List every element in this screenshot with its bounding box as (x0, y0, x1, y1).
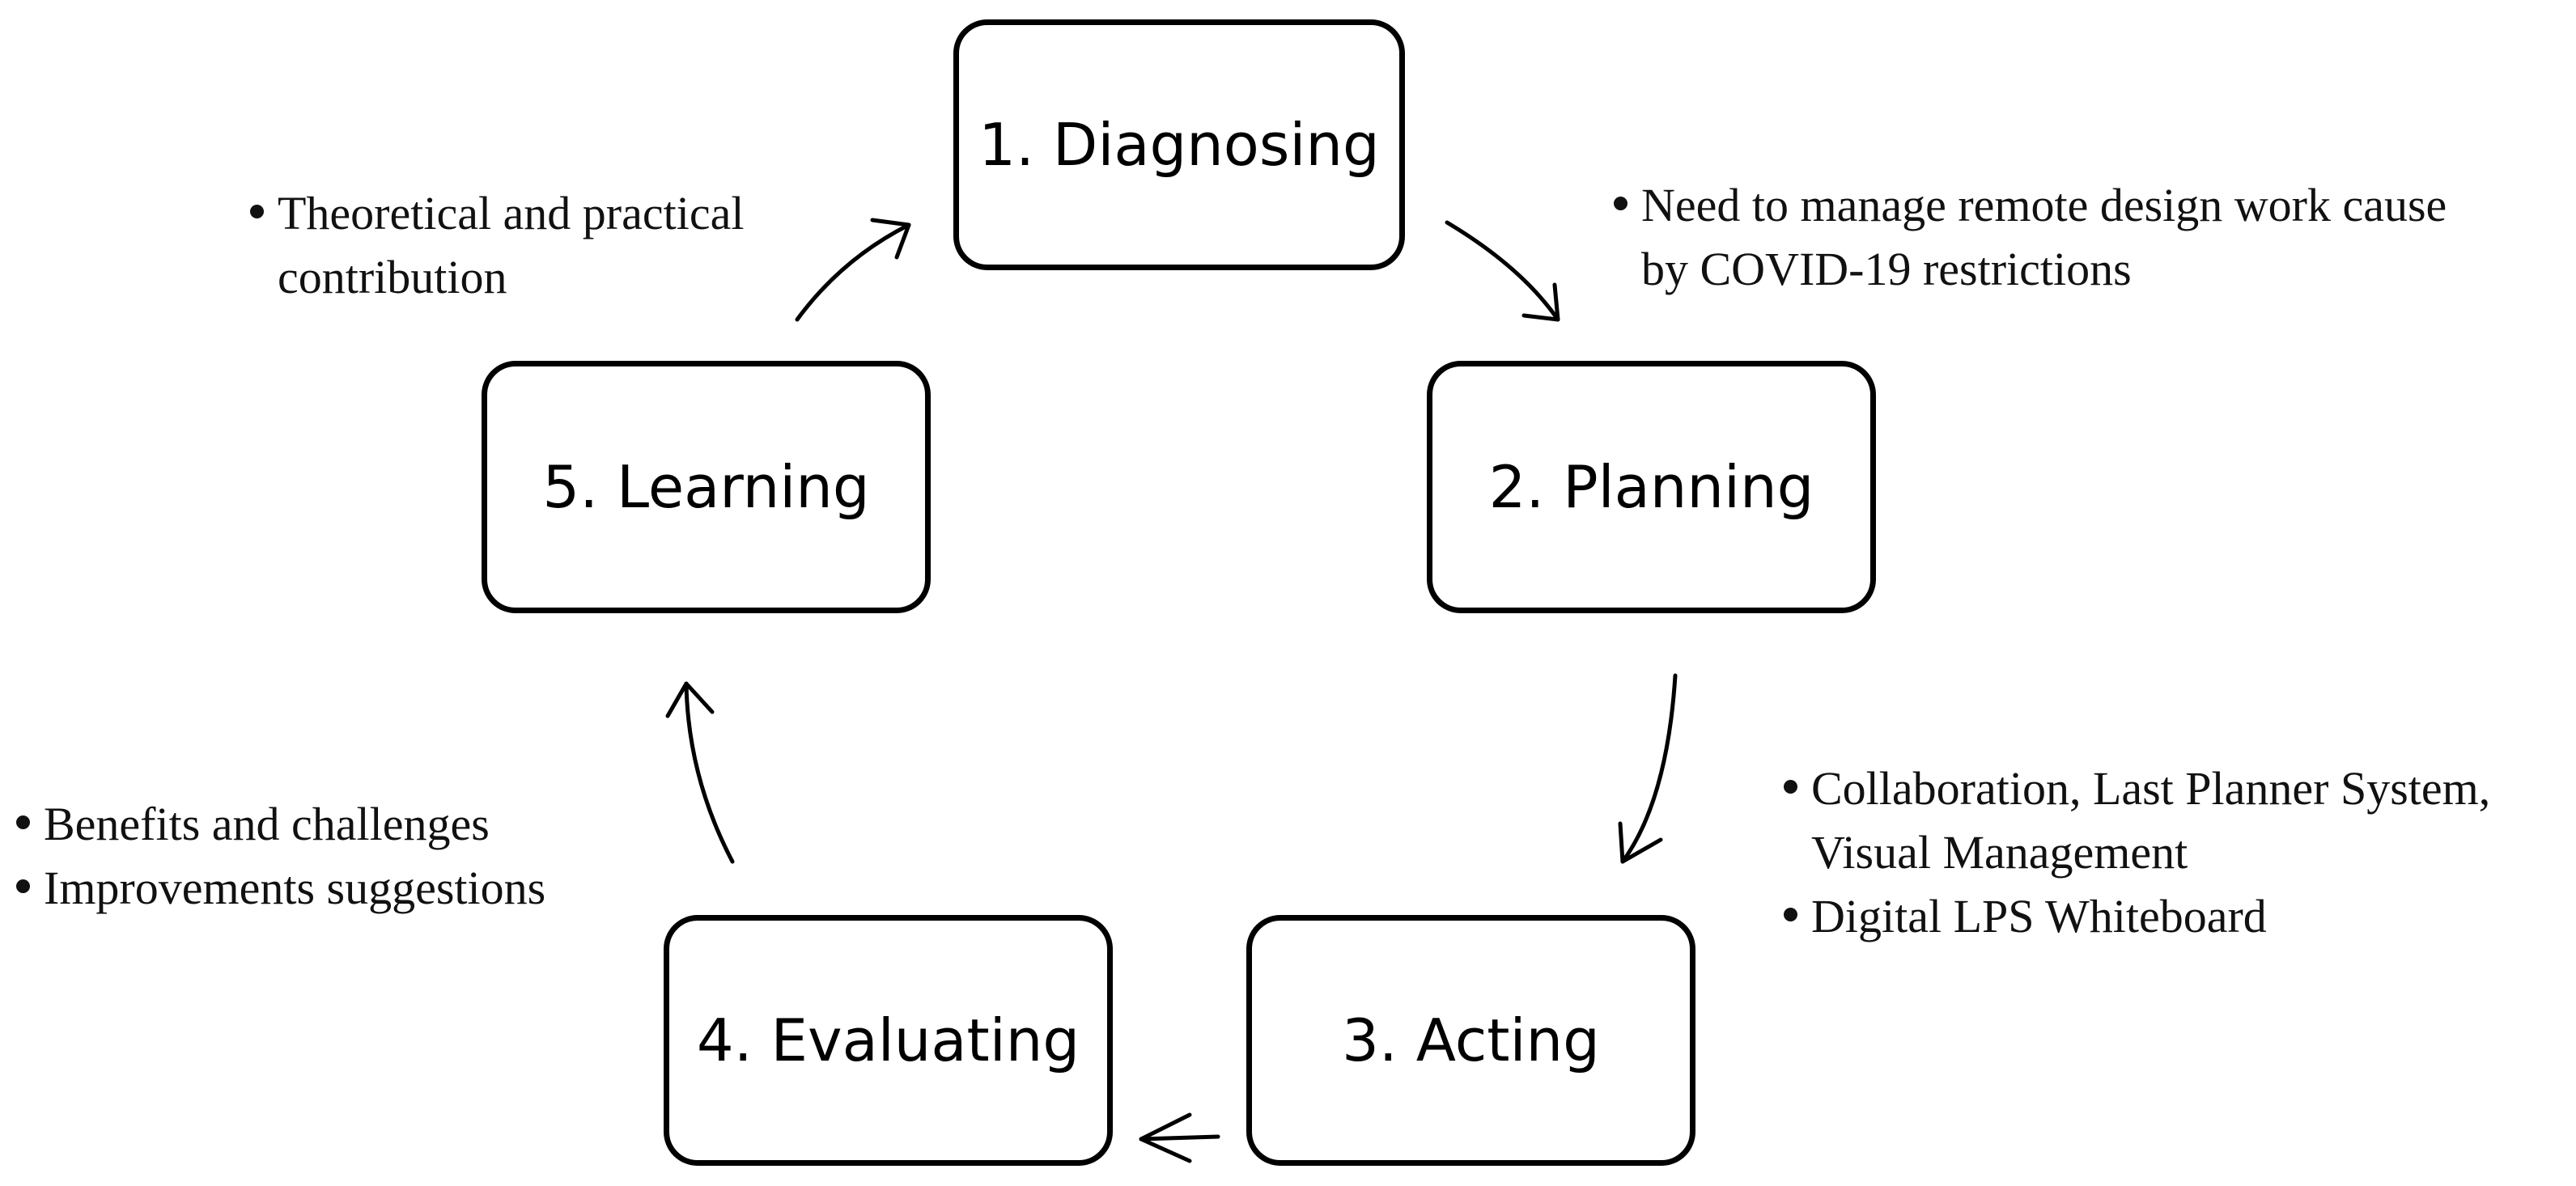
stage-box-evaluating: 4. Evaluating (664, 915, 1113, 1166)
arrow-planning-to-acting (1620, 673, 1678, 864)
stage-label-evaluating: 4. Evaluating (696, 1006, 1080, 1074)
arrow-acting-to-evaluating (1139, 1134, 1220, 1142)
arrowhead-acting-to-evaluating (1139, 1112, 1192, 1163)
note-item: Theoretical and practical contribution (247, 181, 830, 309)
stage-box-planning: 2. Planning (1427, 361, 1876, 613)
notes-evaluating: Benefits and challenges Improvements sug… (13, 792, 660, 920)
arrow-evaluating-to-learning (684, 681, 735, 864)
note-item: Benefits and challenges (13, 792, 660, 856)
stage-box-diagnosing: 1. Diagnosing (953, 19, 1405, 270)
arrowhead-learning-to-diagnosing (870, 218, 911, 260)
note-item: Improvements suggestions (13, 856, 660, 920)
arrowhead-evaluating-to-learning (665, 681, 715, 718)
note-item: Digital LPS Whiteboard (1780, 884, 2574, 948)
arrow-learning-to-diagnosing (795, 222, 911, 322)
stage-box-learning: 5. Learning (482, 361, 931, 613)
stage-label-planning: 2. Planning (1488, 453, 1814, 521)
note-item: Collaboration, Last Planner System, Visu… (1780, 756, 2574, 884)
notes-diagnosing: Need to manage remote design work cause … (1611, 173, 2452, 301)
notes-planning: Collaboration, Last Planner System, Visu… (1780, 756, 2574, 948)
note-item: Need to manage remote design work cause … (1611, 173, 2452, 301)
stage-label-learning: 5. Learning (542, 453, 870, 521)
stage-box-acting: 3. Acting (1246, 915, 1695, 1166)
arrow-diagnosing-to-planning (1445, 220, 1560, 322)
arrowhead-diagnosing-to-planning (1521, 282, 1560, 322)
stage-label-acting: 3. Acting (1342, 1006, 1600, 1074)
notes-learning: Theoretical and practical contribution (247, 181, 830, 309)
stage-label-diagnosing: 1. Diagnosing (978, 111, 1380, 179)
arrowhead-planning-to-acting (1618, 821, 1663, 864)
